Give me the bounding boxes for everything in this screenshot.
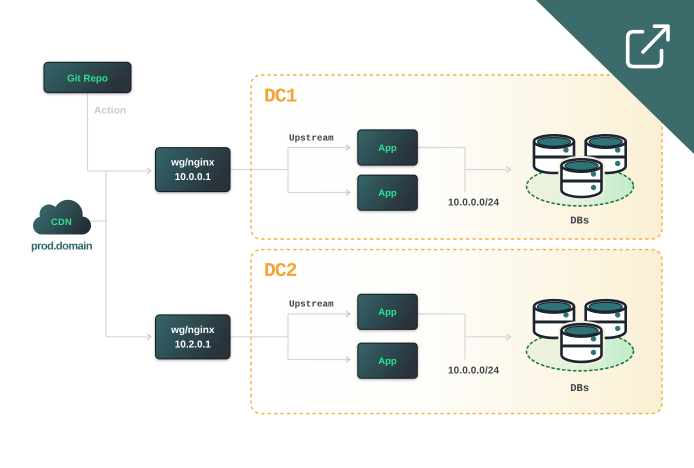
svg-text:10.0.0.0/24: 10.0.0.0/24 (448, 198, 499, 209)
svg-text:App: App (378, 307, 397, 318)
svg-text:prod.domain: prod.domain (31, 240, 93, 252)
svg-text:CDN: CDN (51, 217, 72, 227)
svg-text:Upstream: Upstream (289, 299, 334, 310)
svg-text:10.0.0.1: 10.0.0.1 (175, 172, 212, 183)
svg-text:App: App (378, 356, 397, 367)
svg-text:DBs: DBs (570, 215, 589, 227)
svg-text:10.2.0.1: 10.2.0.1 (175, 339, 212, 350)
svg-text:Upstream: Upstream (289, 132, 334, 143)
svg-text:DC1: DC1 (264, 85, 297, 107)
svg-text:App: App (378, 188, 397, 199)
svg-text:App: App (378, 143, 397, 154)
svg-text:10.0.0.0/24: 10.0.0.0/24 (448, 365, 499, 376)
svg-text:Git Repo: Git Repo (67, 73, 108, 84)
svg-text:DC2: DC2 (264, 260, 297, 282)
svg-text:DBs: DBs (570, 383, 589, 395)
svg-text:wg/nginx: wg/nginx (170, 158, 215, 169)
svg-text:Action: Action (94, 106, 126, 117)
svg-text:wg/nginx: wg/nginx (170, 325, 215, 336)
